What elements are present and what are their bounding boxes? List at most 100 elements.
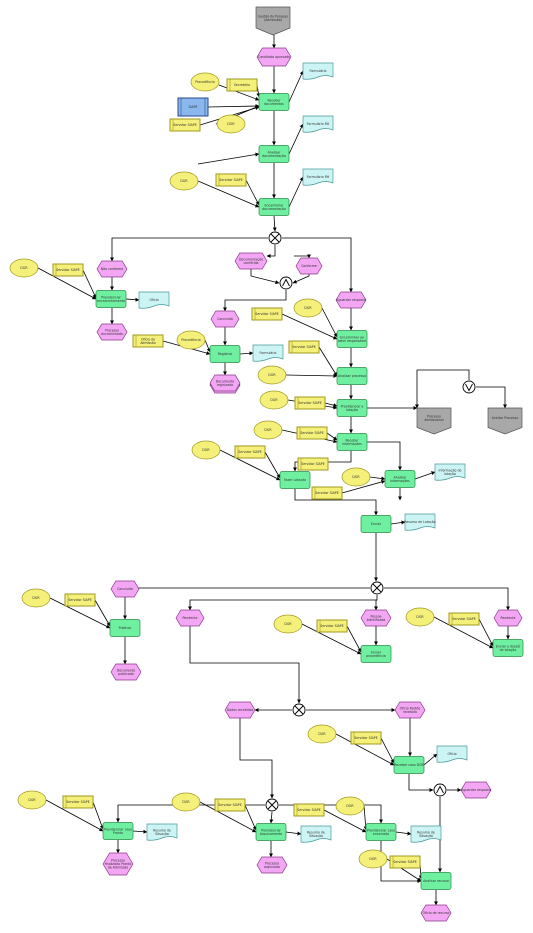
org-unit-node-o2[interactable]: DGR [216,114,246,134]
function-node-f20[interactable]: Analisar recurso [420,872,452,890]
position-node-p16[interactable]: Servidor SIAPE [350,731,382,745]
function-node-f7[interactable]: Analisar processo [336,367,368,385]
document-node-d1[interactable]: Formulário [302,62,334,80]
process-interface-i3[interactable]: Análise Processo [487,407,523,435]
event-node-e20[interactable]: Ofício de recurso [420,904,452,922]
org-unit-node-o9[interactable]: DGR [253,420,283,440]
position-node-p6[interactable]: Servidor SIAPE [251,307,283,321]
position-node-p15[interactable]: Servidor SIAPE [448,612,480,626]
event-node-e6[interactable]: Concluída [210,310,240,328]
event-node-e5[interactable]: Aguardar resposta [335,291,367,309]
position-node-p11[interactable]: Servidor SIAPE [311,486,343,500]
position-node-p4[interactable]: Servidor SIAPE [52,263,84,277]
document-node-d3[interactable]: Formulário RH [302,168,334,186]
org-unit-node-o12[interactable]: DGR [21,588,51,608]
node-label: DGR [264,428,272,432]
document-node-d2[interactable]: Formulário RH [302,115,334,133]
position-node-p17[interactable]: Servidor SIAPE [62,795,94,809]
event-node-e4[interactable]: Conforme [295,257,323,275]
node-label: Formulário RH [307,122,330,126]
org-unit-node-o3[interactable]: DGR [169,171,199,191]
event-node-e14[interactable]: Pendente [493,609,523,627]
function-node-f12[interactable]: Enviar [360,515,392,533]
org-unit-node-o19[interactable]: DGR [358,849,388,869]
process-interface-i1[interactable]: Gestão de Pessoas(Admissão) [255,6,291,36]
org-unit-node-o1[interactable]: Procedência [190,72,220,92]
document-node-d5[interactable]: Formulário [252,344,284,362]
position-node-p12[interactable]: Servidor SIAPE [297,457,329,471]
org-unit-node-o13[interactable]: DGR [273,614,303,634]
org-unit-node-o6[interactable]: DGR [293,298,323,318]
node-label: Pendente [182,616,197,620]
event-node-e12[interactable]: Pendente [175,609,205,627]
org-unit-node-o5[interactable]: Procedência [176,330,206,350]
position-node-p1[interactable]: Secretário [226,78,258,92]
position-node-p13[interactable]: Servidor SIAPE [64,593,96,607]
org-unit-node-o8[interactable]: DGR [259,390,289,410]
org-unit-node-o17[interactable]: DGR [171,792,201,812]
org-unit-node-o15[interactable]: DGR [307,724,337,744]
position-node-p20[interactable]: Servidor SIAPE [389,855,421,869]
event-node-e1[interactable]: Candidato aprovado [256,47,292,67]
position-node-p18[interactable]: Servidor SIAPE [214,798,246,812]
position-node-p3[interactable]: Servidor SIAPE [215,173,247,187]
it-system-node-s1[interactable]: SIAPE [177,97,209,117]
function-node-f10[interactable]: Fazer Lotação [279,471,311,489]
connector-edge [223,290,287,312]
org-unit-node-o11[interactable]: DGR [341,467,371,487]
org-unit-node-o14[interactable]: DGR [405,607,435,627]
position-node-p19[interactable]: Servidor SIAPE [293,803,325,817]
org-unit-node-o4[interactable]: DGR [9,258,39,278]
event-node-e15[interactable]: Dados recebidos [224,701,256,719]
position-node-p7[interactable]: Servidor SIAPE [288,340,320,354]
org-unit-node-o7[interactable]: DGR [257,365,287,385]
position-node-p8[interactable]: Servidor SIAPE [294,396,326,410]
event-node-e10[interactable]: Concluído [110,580,140,598]
position-node-p9[interactable]: Servidor SIAPE [296,426,328,440]
function-node-f13[interactable]: Publicar [109,619,141,637]
org-unit-node-o18[interactable]: DGR [335,796,365,816]
function-node-f5[interactable]: Registrar [209,345,241,363]
document-node-d4[interactable]: Ofício [138,291,170,309]
document-node-d8[interactable]: Ofício [436,745,468,763]
function-node-f16[interactable]: Receber caso DGR [393,756,425,774]
document-node-d7[interactable]: Resumo de Lotação [404,513,436,531]
event-node-e2[interactable]: Não conforme [96,260,128,278]
position-node-p10[interactable]: Servidor SIAPE [234,445,266,459]
position-node-p2[interactable]: Servidor SIAPE [169,118,201,132]
org-unit-node-o16[interactable]: DGR [17,790,47,810]
position-node-p14[interactable]: Servidor SIAPE [316,619,348,633]
org-unit-node-o10[interactable]: DGR [191,440,221,460]
event-node-e17[interactable]: Aguardar resposta [460,781,492,799]
